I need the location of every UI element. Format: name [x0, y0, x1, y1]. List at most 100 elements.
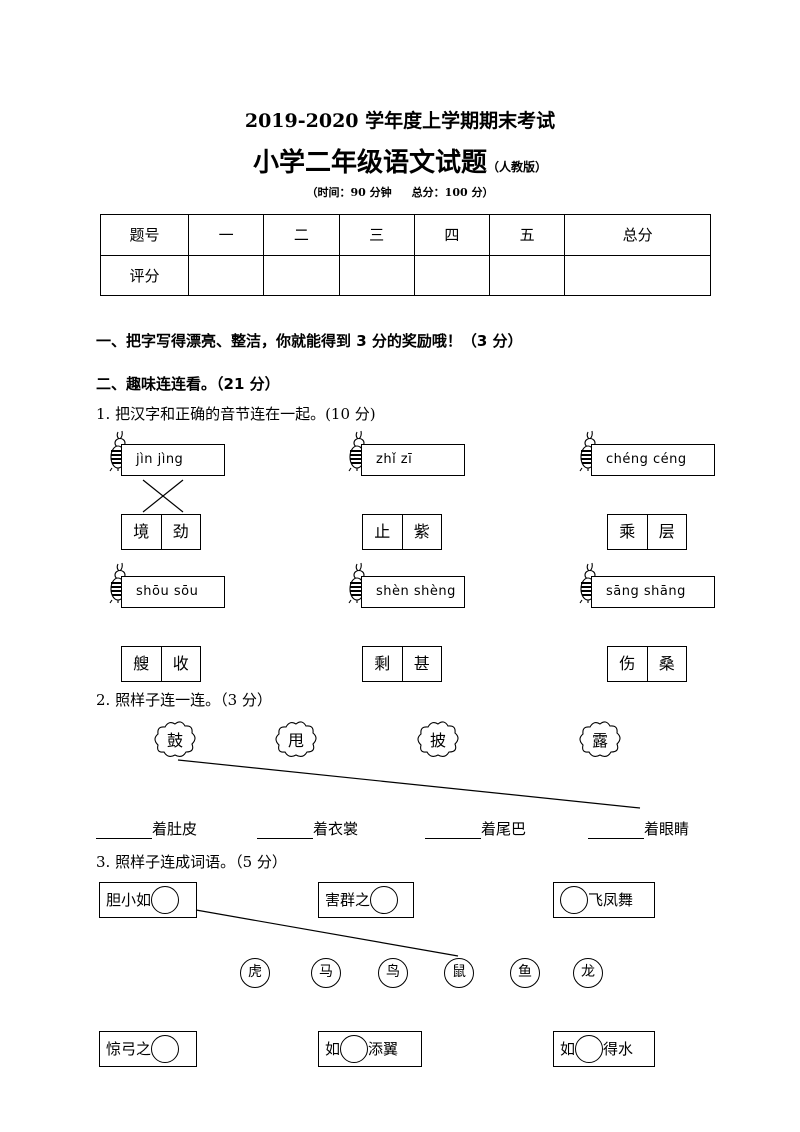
score-input-cell[interactable]: [187, 254, 265, 296]
idiom-box: 飞凤舞: [553, 882, 655, 918]
answer-circle[interactable]: [575, 1035, 604, 1063]
idiom-text: 得水: [603, 1039, 634, 1058]
example-line: [195, 909, 459, 957]
pinyin-box[interactable]: sāng shāng: [591, 576, 715, 608]
cloud-char[interactable]: 甩: [274, 719, 318, 759]
pinyin-box[interactable]: shōu sōu: [121, 576, 225, 608]
score-header-cell: 二: [263, 214, 340, 256]
example-line: [177, 759, 641, 809]
char-option[interactable]: 伤: [608, 647, 648, 681]
exam-title: 2019-2020 学年度上学期期末考试: [244, 110, 556, 132]
pinyin-box[interactable]: zhǐ zī: [361, 444, 465, 476]
exam-info: （时间：90 分钟 总分：100 分）: [0, 184, 800, 200]
score-input-cell[interactable]: [488, 254, 566, 296]
cloud-char-label: 甩: [287, 731, 304, 750]
phrase-text: 着衣裳: [313, 820, 359, 838]
pinyin-box[interactable]: shèn shèng: [361, 576, 465, 608]
phrase-text: 着肚皮: [152, 820, 198, 838]
char-option[interactable]: 止: [363, 515, 403, 549]
score-table-score-row: 评分: [100, 254, 711, 296]
exam-time: （时间：90 分钟: [306, 186, 392, 199]
char-pair-box: 剩甚: [362, 646, 442, 682]
section-1-title: 一、把字写得漂亮、整洁，你就能得到 3 分的奖励哦！（3 分）: [96, 332, 523, 350]
paper-title: 小学二年级语文试题（人教版）: [0, 142, 800, 179]
cloud-char-label: 露: [591, 731, 608, 750]
animal-char[interactable]: 鼠: [444, 958, 474, 988]
score-input-cell[interactable]: [263, 254, 340, 296]
idiom-box: 惊弓之: [99, 1031, 197, 1067]
bee-icon: [345, 562, 371, 604]
idiom-text: 惊弓之: [106, 1039, 152, 1058]
char-option[interactable]: 劲: [172, 522, 189, 541]
exam-total: 总分：100 分）: [411, 186, 494, 199]
animal-char[interactable]: 马: [311, 958, 341, 988]
idiom-box: 如 添翼: [318, 1031, 422, 1067]
score-input-cell[interactable]: [413, 254, 491, 296]
idiom-text: 害群之: [325, 890, 371, 909]
animal-char[interactable]: 虎: [240, 958, 270, 988]
question-1-prompt: 1. 把汉字和正确的音节连在一起。(10 分): [96, 405, 376, 423]
answer-blank[interactable]: [257, 824, 313, 839]
char-option[interactable]: 甚: [413, 654, 430, 673]
answer-circle[interactable]: [151, 886, 180, 914]
idiom-box: 害群之: [318, 882, 414, 918]
char-option[interactable]: 收: [172, 654, 189, 673]
char-pair-box: 伤桑: [607, 646, 687, 682]
char-option[interactable]: 桑: [658, 654, 675, 673]
idiom-text: 胆小如: [106, 890, 152, 909]
answer-circle[interactable]: [151, 1035, 180, 1063]
idiom-box: 如 得水: [553, 1031, 655, 1067]
fill-blank-phrase: 着肚皮: [96, 818, 197, 839]
animal-char[interactable]: 鱼: [510, 958, 540, 988]
cloud-char-label: 披: [429, 731, 446, 750]
question-2-prompt: 2. 照样子连一连。（3 分）: [96, 691, 272, 709]
cloud-char-label: 鼓: [166, 731, 183, 750]
pinyin-box[interactable]: jìn jìng: [121, 444, 225, 476]
answer-circle[interactable]: [560, 886, 588, 914]
char-pair-box: 止紫: [362, 514, 442, 550]
score-header-cell: 三: [338, 214, 415, 256]
edition-label: （人教版）: [487, 160, 548, 174]
question-3-prompt: 3. 照样子连成词语。（5 分）: [96, 853, 287, 871]
char-option[interactable]: 紫: [413, 522, 430, 541]
answer-circle[interactable]: [370, 886, 399, 914]
score-header-cell: 五: [488, 214, 566, 256]
idiom-box: 胆小如: [99, 882, 197, 918]
cloud-char[interactable]: 披: [416, 719, 460, 759]
score-row-label: 评分: [100, 254, 189, 296]
idiom-text: 如: [325, 1039, 341, 1058]
answer-blank[interactable]: [425, 824, 481, 839]
char-option[interactable]: 艘: [122, 647, 162, 681]
section-2-title: 二、趣味连连看。（21 分）: [96, 375, 280, 393]
idiom-text: 如: [560, 1039, 576, 1058]
char-option[interactable]: 剩: [363, 647, 403, 681]
char-pair-box: 乘层: [607, 514, 687, 550]
score-header-cell: 四: [413, 214, 491, 256]
paper-title-text: 小学二年级语文试题: [252, 148, 487, 178]
answer-blank[interactable]: [96, 824, 152, 839]
answer-blank[interactable]: [588, 824, 644, 839]
cloud-char[interactable]: 鼓: [153, 719, 197, 759]
phrase-text: 着眼睛: [644, 820, 690, 838]
char-pair-box: 境劲: [121, 514, 201, 550]
score-input-cell[interactable]: [338, 254, 415, 296]
score-table-header-row: 题号 一 二 三 四 五 总分: [100, 214, 711, 256]
example-line: [142, 479, 184, 513]
score-table: 题号 一 二 三 四 五 总分 评分: [100, 214, 711, 296]
char-option[interactable]: 境: [122, 515, 162, 549]
fill-blank-phrase: 着眼睛: [588, 818, 689, 839]
fill-blank-phrase: 着尾巴: [425, 818, 526, 839]
idiom-text: 添翼: [368, 1039, 399, 1058]
score-input-cell[interactable]: [564, 254, 711, 296]
animal-char[interactable]: 龙: [573, 958, 603, 988]
score-header-cell: 总分: [564, 214, 711, 256]
animal-char[interactable]: 鸟: [378, 958, 408, 988]
cloud-char[interactable]: 露: [578, 719, 622, 759]
char-option[interactable]: 乘: [608, 515, 648, 549]
char-pair-box: 艘收: [121, 646, 201, 682]
char-option[interactable]: 层: [658, 522, 675, 541]
idiom-text: 飞凤舞: [588, 890, 634, 909]
answer-circle[interactable]: [340, 1035, 369, 1063]
pinyin-box[interactable]: chéng céng: [591, 444, 715, 476]
